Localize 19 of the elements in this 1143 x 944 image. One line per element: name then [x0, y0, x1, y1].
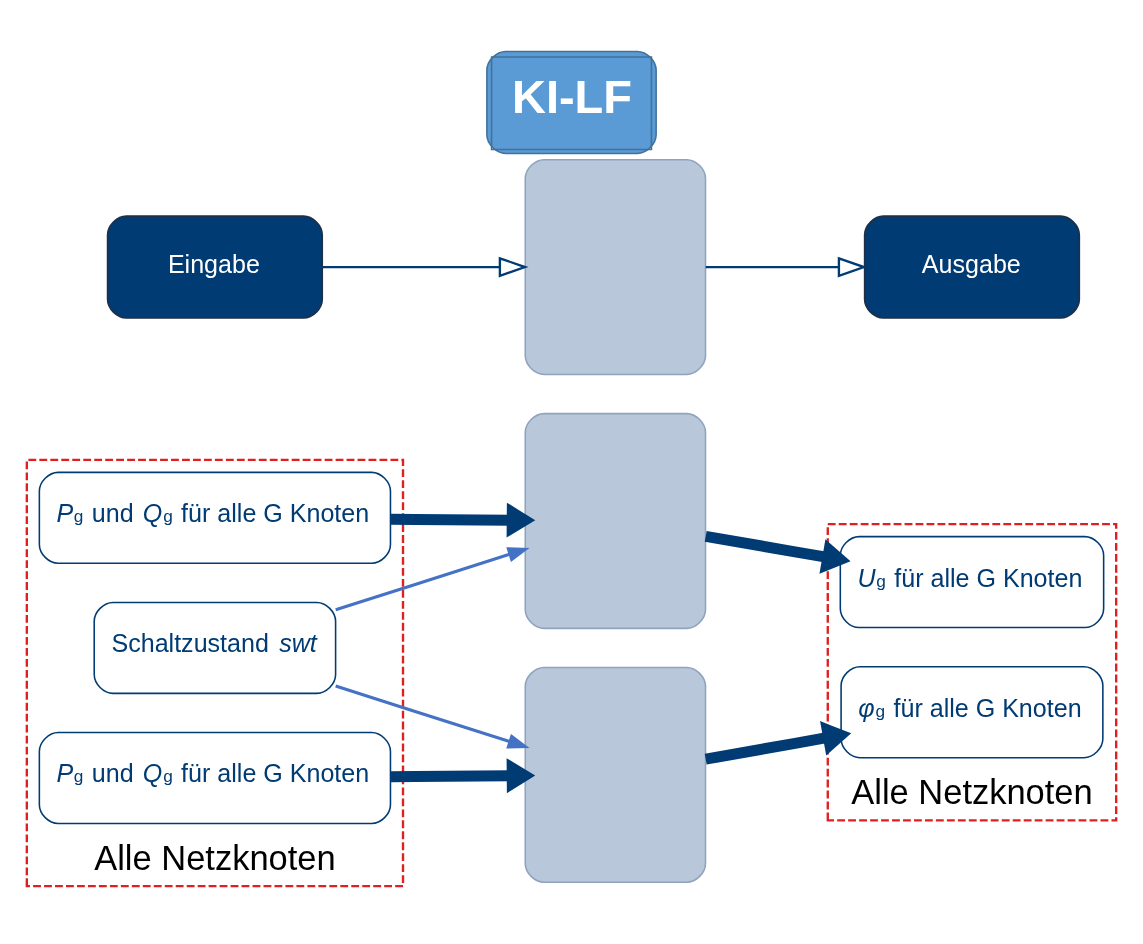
arrow [705, 256, 868, 278]
node-box [524, 158, 707, 376]
node-box: Pg und Qg für alle G Knoten [38, 731, 392, 825]
arrow [335, 547, 530, 612]
arrow [704, 530, 851, 574]
arrow [390, 502, 536, 538]
node-box [524, 412, 707, 630]
arrow [322, 256, 529, 278]
node-box: φg für alle G Knoten [840, 665, 1104, 759]
diagram-title: KI-LF [511, 70, 633, 124]
arrow [335, 684, 530, 749]
arrow [704, 721, 852, 765]
node-box: Ausgabe [863, 215, 1081, 319]
arrow [390, 758, 536, 794]
node-box: Eingabe [106, 215, 324, 319]
node-box: Schaltzustand swt [93, 601, 337, 695]
node-box [524, 666, 707, 884]
node-box: Pg und Qg für alle G Knoten [38, 471, 392, 565]
node-box: Ug für alle G Knoten [839, 535, 1105, 629]
